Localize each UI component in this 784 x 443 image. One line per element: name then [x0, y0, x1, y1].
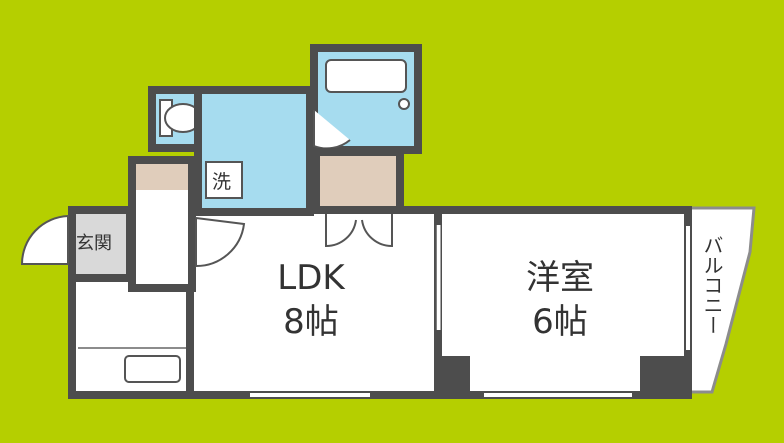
- entrance-door-swing: [20, 214, 69, 265]
- ldk-door-swing: [195, 216, 246, 268]
- hall-closet: [136, 164, 188, 190]
- storage: [312, 148, 404, 214]
- balcony: バルコニー: [684, 206, 756, 394]
- ldk-size: 8帖: [283, 302, 339, 342]
- pillar: [436, 356, 470, 398]
- sink-icon: [124, 355, 181, 383]
- western-label: 洋室: [526, 258, 594, 298]
- bathtub-icon: [325, 59, 407, 93]
- storage-doors: [325, 214, 393, 248]
- balcony-label: バルコニー: [700, 235, 724, 335]
- western-size: 6帖: [532, 302, 588, 342]
- entrance-label: 玄関: [76, 233, 112, 254]
- washroom-label: 洗: [212, 171, 231, 193]
- entrance-area: [68, 206, 134, 282]
- washroom-sign: [205, 161, 243, 199]
- pillar: [640, 356, 690, 398]
- ldk-label: LDK: [277, 258, 346, 298]
- faucet-icon: [398, 98, 410, 110]
